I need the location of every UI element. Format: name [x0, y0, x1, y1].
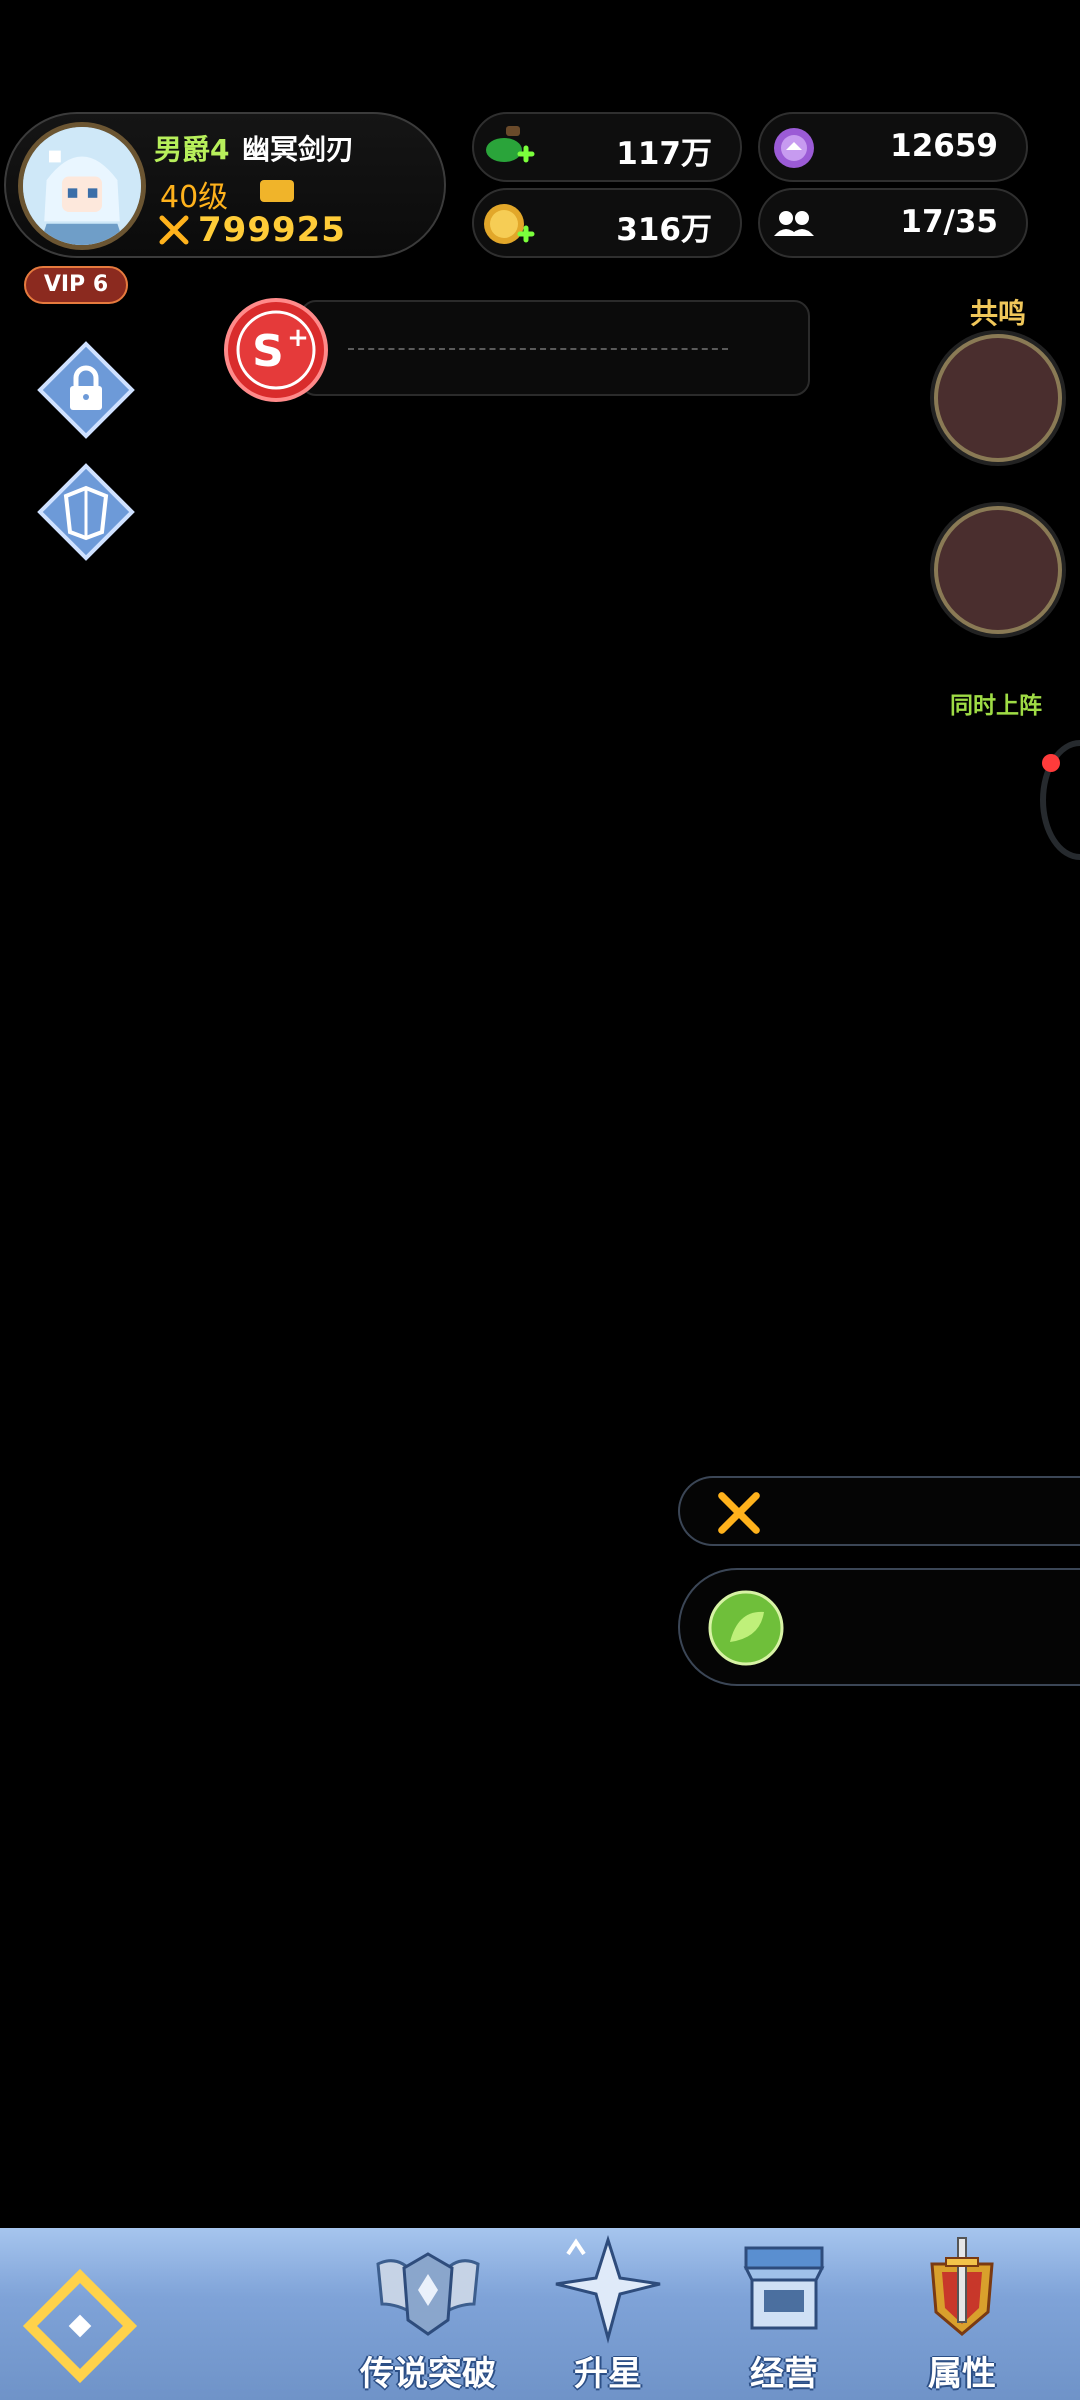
nav-label: 属性	[928, 2354, 996, 2394]
resonance-slot-1[interactable]	[934, 334, 1062, 462]
sword-shield-icon	[930, 2237, 994, 2336]
green-potion-add-icon	[486, 126, 535, 163]
nav-star-up[interactable]: 升星	[528, 2228, 688, 2400]
lock-icon[interactable]	[36, 340, 136, 440]
svg-text:+: +	[287, 323, 309, 353]
nav-label: 经营	[750, 2354, 818, 2394]
team-count: 17/35	[900, 204, 998, 240]
shield-wings-icon	[376, 2252, 480, 2336]
home-diamond-icon[interactable]	[20, 2266, 140, 2386]
gold-coin-add-icon	[484, 204, 535, 244]
avatar-portrait-icon	[23, 127, 141, 245]
level-badge-icon	[260, 180, 294, 202]
player-power: 799925	[198, 210, 346, 250]
nav-legend-breakthrough[interactable]: 传说突破	[348, 2228, 508, 2400]
player-level: 40级	[160, 180, 229, 215]
shop-icon	[743, 2246, 825, 2330]
resonance-slot-2[interactable]	[934, 506, 1062, 634]
skill-stat-row[interactable]	[678, 1568, 1080, 1686]
armor-icon[interactable]	[36, 462, 136, 562]
nav-label: 传说突破	[360, 2354, 496, 2394]
nav-attributes[interactable]: 属性	[882, 2228, 1042, 2400]
star-upgrade-icon	[555, 2235, 661, 2344]
gem-amount: 12659	[890, 128, 998, 164]
resource-gold[interactable]: 316万	[472, 188, 742, 258]
vip-badge[interactable]: VIP 6	[24, 266, 128, 304]
player-rank: 男爵4	[154, 133, 230, 166]
nav-label: 升星	[574, 2354, 642, 2394]
svg-text:S: S	[252, 326, 284, 377]
purple-gem-icon	[774, 128, 814, 168]
power-stat-row[interactable]	[678, 1476, 1080, 1546]
s-plus-rank-icon[interactable]: S +	[222, 296, 330, 404]
team-members-icon	[774, 211, 814, 236]
notification-dot	[1042, 754, 1060, 772]
crossed-swords-icon	[159, 215, 189, 245]
player-name: 幽冥剑刃	[242, 133, 355, 166]
simultaneous-deploy-label: 同时上阵	[950, 693, 1042, 719]
leaf-skill-icon	[708, 1590, 784, 1666]
crossed-swords-icon	[718, 1492, 760, 1534]
rank-progress-track	[300, 300, 810, 396]
player-avatar[interactable]	[18, 122, 146, 250]
gold-amount: 316万	[616, 212, 712, 248]
resource-team[interactable]: 17/35	[758, 188, 1028, 258]
nav-business[interactable]: 经营	[704, 2228, 864, 2400]
resource-potion[interactable]: 117万	[472, 112, 742, 182]
potion-amount: 117万	[616, 136, 712, 172]
resonance-label: 共鸣	[970, 297, 1027, 330]
progress-dashes	[348, 348, 728, 350]
bottom-nav-bar: 传说突破 升星 经营 属性	[0, 2228, 1080, 2400]
resource-gem[interactable]: 12659	[758, 112, 1028, 182]
player-card[interactable]: 男爵4 幽冥剑刃 40级 799925	[4, 112, 446, 258]
